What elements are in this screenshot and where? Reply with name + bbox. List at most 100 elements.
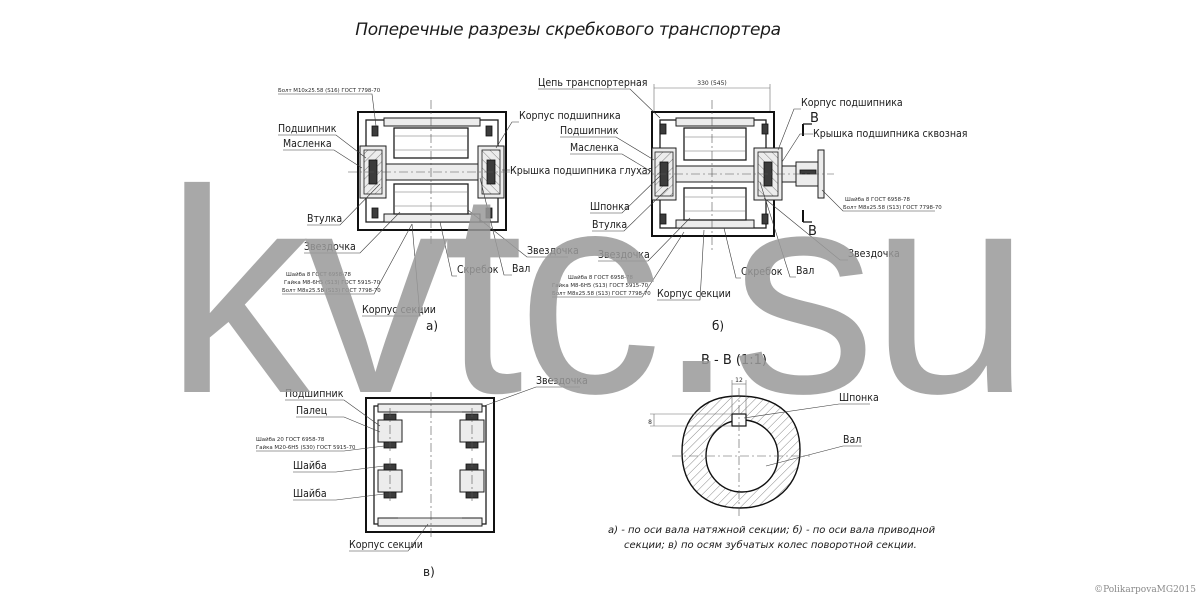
leader-a-specs (282, 223, 413, 295)
section-a-labels: Болт М10х25.58 (S16) ГОСТ 7798-70 Подшип… (278, 88, 653, 317)
leader-a-bearing (278, 134, 367, 159)
label-a-sleeve: Втулка (307, 213, 342, 225)
leader-b-chain (538, 88, 661, 119)
section-b-dimension: 330 (545) (697, 80, 727, 87)
label-a-sprocket-left: Звездочка (304, 241, 356, 253)
label-b-washer-spec-right: Шайба 8 ГОСТ 6958-78 (845, 196, 910, 203)
section-c-pin-top-right (459, 408, 485, 454)
leader-c-specs (256, 445, 385, 452)
label-b-scraper: Скребок (741, 266, 783, 278)
label-c-nut-spec: Гайка М20-6Н5 (S30) ГОСТ 5915-70 (256, 444, 356, 451)
section-bb-dim-width: 12 (735, 377, 743, 384)
leader-c-bearing (285, 399, 381, 427)
label-a-section-body: Корпус секции (362, 304, 436, 316)
section-c-frame (365, 397, 495, 533)
label-a-oiler: Масленка (283, 138, 332, 150)
label-c-washer-spec: Шайба 20 ГОСТ 6958-78 (256, 436, 325, 443)
leader-b-key (590, 175, 661, 214)
section-b-bolt (659, 123, 667, 135)
section-b-top-rail (675, 117, 755, 127)
section-c: в) (365, 392, 495, 579)
section-a-bolt (371, 125, 379, 137)
label-b-oiler: Масленка (570, 142, 619, 154)
section-b-cut-mark-bottom: В (808, 224, 817, 239)
section-c-pin-top-left (377, 408, 403, 454)
leader-c-section-body (349, 523, 429, 552)
section-b-labels: Цепь транспортерная Подшипник Масленка Ш… (538, 77, 967, 301)
leader-b-through-cover (781, 133, 813, 163)
label-a-blind-cover: Крышка подшипника глухая (510, 165, 653, 177)
leader-b-scraper (723, 227, 741, 279)
section-bb: В - В (1:1) 12 8 Шпонка Вал (648, 353, 879, 518)
notes-line-2: секции; в) по осям зубчатых колес поворо… (624, 539, 917, 551)
label-b-chain: Цепь транспортерная (538, 77, 647, 89)
leader-a-scraper (439, 221, 457, 277)
label-b-washer-spec: Шайба 8 ГОСТ 6958-78 (568, 274, 633, 281)
leader-a-housing (495, 121, 519, 149)
leader-c-pin (296, 416, 381, 433)
label-a-scraper: Скребок (457, 264, 499, 276)
label-b-sprocket-left: Звездочка (598, 249, 650, 261)
section-c-caption: в) (423, 565, 435, 579)
leader-c-washer1 (293, 465, 385, 473)
section-c-pin-bottom-left (377, 458, 403, 504)
section-b-bolt (761, 213, 769, 225)
leader-b-sprocket-right (763, 197, 848, 261)
section-b: 330 (545) В В б) (640, 80, 834, 333)
leader-a-oiler (283, 149, 363, 169)
label-b-bolt-spec-right: Болт М8х25.58 (S13) ГОСТ 7798-70 (843, 205, 942, 211)
leader-b-sprocket-left (598, 217, 691, 262)
label-a-washer-spec: Шайба 8 ГОСТ 6958-78 (286, 271, 351, 278)
label-c-washer1: Шайба (293, 460, 327, 472)
label-c-bearing: Подшипник (285, 388, 344, 400)
leader-b-oiler (570, 153, 653, 173)
section-a-bolt (371, 207, 379, 219)
leader-a-bolt (278, 93, 377, 127)
label-c-sprocket: Звездочка (536, 375, 588, 387)
section-a-caption: а) (426, 319, 438, 333)
leader-a-sprocket-right (467, 209, 568, 258)
leader-b-specs (552, 231, 685, 298)
section-c-labels: Подшипник Палец Шайба 20 ГОСТ 6958-78 Га… (256, 375, 588, 552)
section-b-key (799, 169, 817, 175)
leader-b-bearing (560, 136, 655, 161)
label-a-bearing: Подшипник (278, 123, 337, 135)
label-a-bolt-spec: Болт М8х25.58 (S13) ГОСТ 7798-70 (282, 288, 381, 294)
label-c-washer2: Шайба (293, 488, 327, 500)
section-b-caption: б) (712, 319, 724, 333)
leader-b-housing (777, 108, 801, 151)
leader-b-shaft (759, 181, 796, 278)
watermark: kvtc.su (165, 130, 1025, 454)
label-b-section-body: Корпус секции (657, 288, 731, 300)
label-b-sleeve: Втулка (592, 219, 627, 231)
section-a: а) (348, 100, 516, 333)
leader-a-sleeve (307, 183, 381, 226)
label-bb-shaft: Вал (843, 434, 861, 446)
label-b-nut-spec: Гайка М8-6Н5 (S13) ГОСТ 5915-70 (552, 282, 649, 289)
label-a-housing: Корпус подшипника (519, 110, 621, 122)
label-b-bolt-spec: Болт М8х25.58 (S13) ГОСТ 7798-70 (552, 291, 651, 297)
label-a-sprocket-right: Звездочка (527, 245, 579, 257)
section-b-bolt (761, 123, 769, 135)
label-a-nut-spec: Гайка М8-6Н5 (S13) ГОСТ 5915-70 (284, 279, 381, 286)
label-bb-key: Шпонка (839, 392, 879, 404)
label-a-shaft: Вал (512, 263, 530, 275)
leader-bb-shaft (765, 445, 862, 467)
label-c-pin: Палец (296, 405, 327, 417)
leader-b-sleeve (592, 187, 669, 232)
label-a-bolt: Болт М10х25.58 (S16) ГОСТ 7798-70 (278, 88, 381, 94)
section-c-bottom-rail (377, 517, 483, 527)
label-b-key: Шпонка (590, 201, 630, 213)
drawing-title: Поперечные разрезы скребкового транспорт… (355, 20, 781, 40)
section-a-top-rail (383, 117, 481, 127)
leader-a-sprocket-left (304, 211, 401, 254)
section-c-pin-bottom-right (459, 458, 485, 504)
section-b-drum-bottom (683, 187, 747, 221)
copyright: ©PolikarpovaMG2015 (1094, 585, 1196, 595)
leader-c-sprocket (483, 386, 580, 407)
leader-b-spec-right (821, 189, 935, 212)
label-b-housing: Корпус подшипника (801, 97, 903, 109)
section-bb-dim-height: 8 (648, 419, 652, 426)
section-b-drum-top (683, 127, 747, 161)
